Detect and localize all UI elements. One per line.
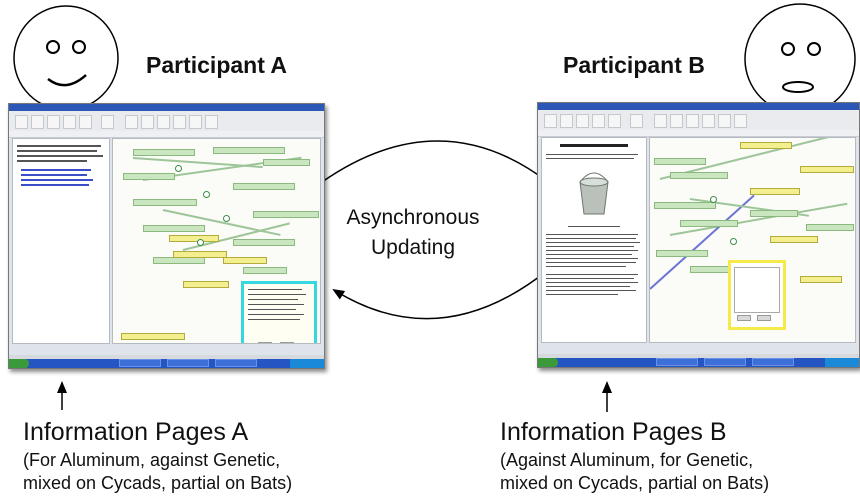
info-pages-b-subtitle-1: (Against Aluminum, for Genetic, (500, 450, 754, 470)
info-page-panel (12, 138, 110, 344)
window-titlebar (9, 104, 324, 111)
os-taskbar (9, 359, 324, 368)
participant-b-screenshot (537, 102, 860, 368)
async-label-line-2: Updating (370, 236, 456, 259)
info-pages-a-subtitle-1: (For Aluminum, against Genetic, (23, 450, 281, 470)
arrow-a-to-b (321, 140, 550, 184)
argument-graph-canvas (112, 138, 321, 344)
argument-graph-canvas (649, 137, 856, 343)
participant-b-label: Participant B (563, 52, 705, 78)
participant-a-label: Participant A (146, 52, 288, 78)
info-page-panel (541, 137, 647, 343)
smiling-face-icon (13, 5, 119, 111)
comment-note (728, 260, 786, 330)
comment-note (241, 281, 317, 343)
async-updating-label: Asynchronous Updating (330, 203, 496, 263)
participant-a-screenshot (8, 103, 325, 369)
os-taskbar (538, 358, 859, 367)
arrow-b-to-a (332, 269, 549, 320)
async-label-line-1: Asynchronous (346, 206, 480, 229)
surprised-face-icon (744, 3, 856, 115)
bucket-image (572, 168, 616, 220)
info-pages-b-title: Information Pages B (500, 418, 727, 446)
info-pages-a-title: Information Pages A (23, 418, 249, 446)
window-titlebar (538, 103, 859, 110)
info-pages-a-subtitle-2: mixed on Cycads, partial on Bats) (23, 473, 293, 493)
window-toolbar (9, 111, 324, 132)
window-toolbar (538, 110, 859, 131)
info-pages-b-subtitle-2: mixed on Cycads, partial on Bats) (500, 473, 770, 493)
